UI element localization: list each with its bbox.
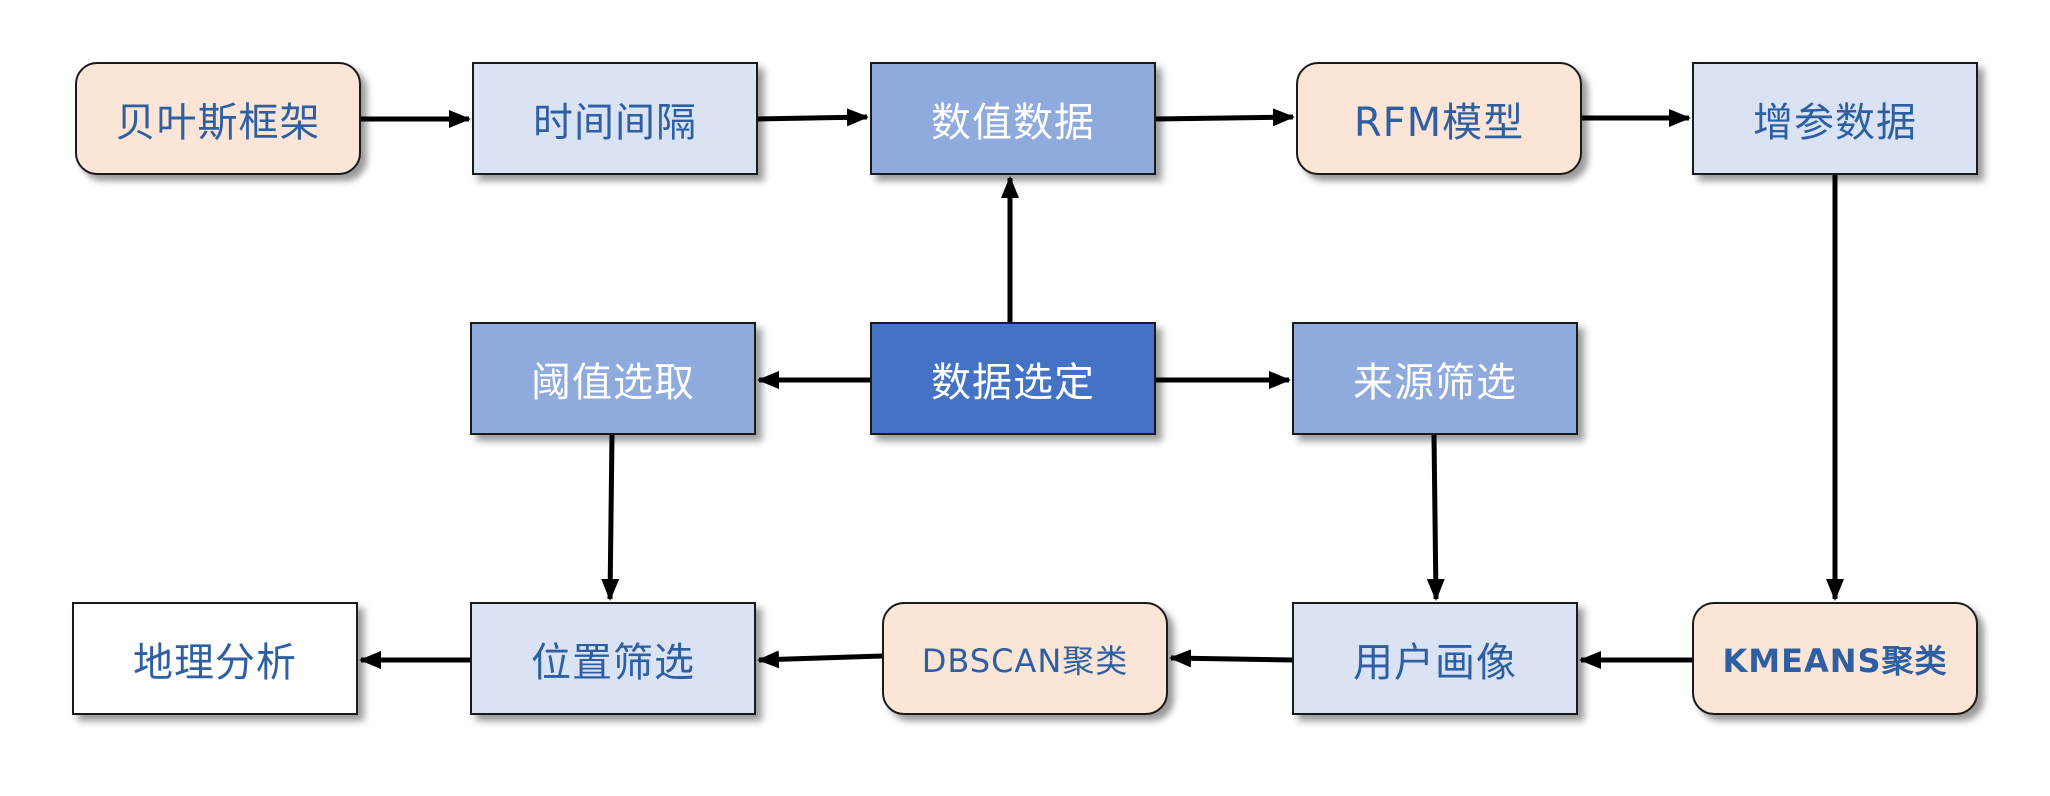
- node-label: 来源筛选: [1353, 359, 1517, 406]
- node-label: 地理分析: [133, 639, 297, 686]
- node-data-selection: 数据选定: [870, 322, 1156, 435]
- node-kmeans-cluster: KMEANS聚类: [1692, 602, 1978, 715]
- node-label: 数值数据: [931, 99, 1095, 146]
- node-geo-analysis: 地理分析: [72, 602, 358, 715]
- edge-time-numeric: [757, 108, 869, 127]
- node-threshold-selection: 阈值选取: [470, 322, 756, 435]
- node-label: KMEANS聚类: [1722, 641, 1948, 680]
- node-dbscan-cluster: DBSCAN聚类: [882, 602, 1168, 715]
- node-rfm-model: RFM模型: [1296, 62, 1582, 175]
- edge-dbscan-position: [757, 650, 883, 669]
- node-numeric-data: 数值数据: [870, 62, 1156, 175]
- edge-threshold-position: [601, 434, 620, 601]
- node-augmented-data: 增参数据: [1692, 62, 1978, 175]
- node-label: 增参数据: [1753, 99, 1917, 146]
- node-time-interval: 时间间隔: [472, 62, 758, 175]
- node-label: 时间间隔: [533, 99, 697, 146]
- node-bayes-framework: 贝叶斯框架: [75, 62, 361, 175]
- edge-numeric-rfm: [1155, 108, 1295, 127]
- node-source-filter: 来源筛选: [1292, 322, 1578, 435]
- node-label: 数据选定: [931, 359, 1095, 406]
- node-label: RFM模型: [1353, 99, 1525, 146]
- node-user-persona: 用户画像: [1292, 602, 1578, 715]
- node-label: 阈值选取: [531, 359, 695, 406]
- node-label: 用户画像: [1353, 639, 1517, 686]
- node-label: 位置筛选: [531, 639, 695, 686]
- edge-persona-dbscan: [1169, 649, 1293, 668]
- edge-source-persona: [1426, 434, 1445, 601]
- node-position-filter: 位置筛选: [470, 602, 756, 715]
- node-label: 贝叶斯框架: [115, 99, 321, 146]
- node-label: DBSCAN聚类: [921, 641, 1129, 680]
